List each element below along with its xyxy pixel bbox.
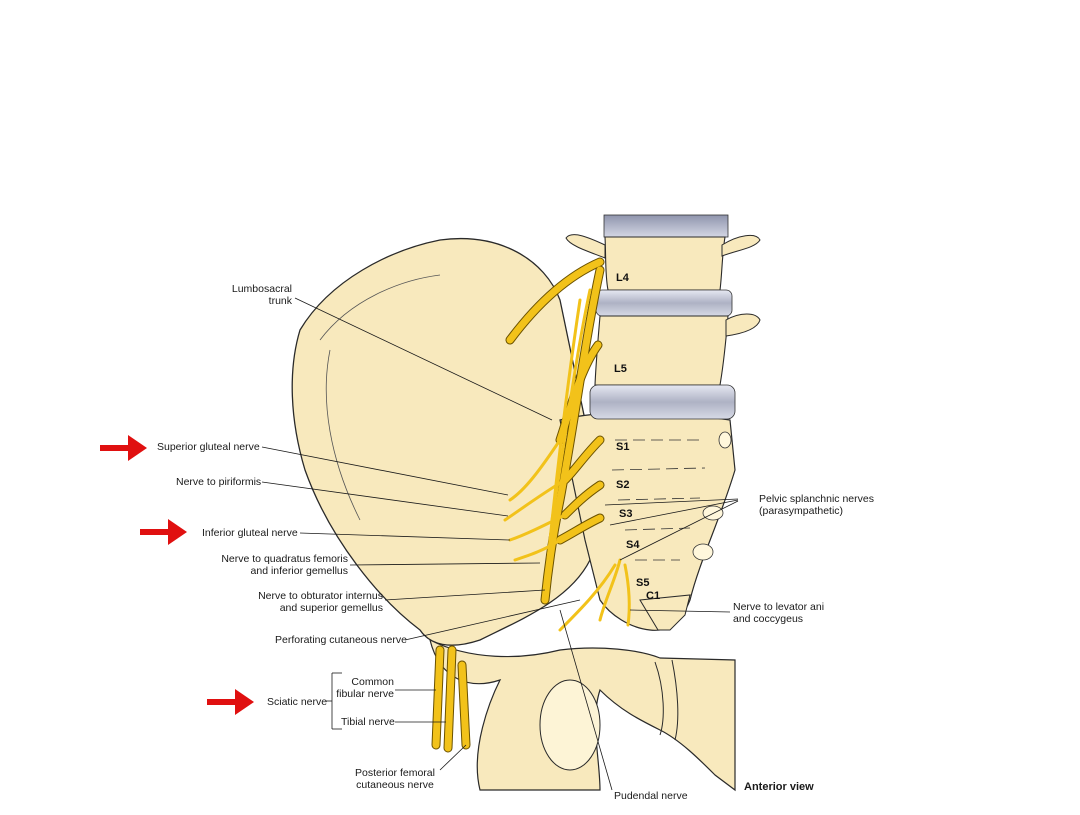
vertebra-label-l5: L5	[614, 363, 627, 375]
sacral-foramen	[702, 505, 724, 521]
label-lumbosacral-line2: trunk	[268, 295, 292, 307]
vertebra-label-l4: L4	[616, 272, 629, 284]
label-common-fibular: Common fibular nerve	[300, 676, 394, 700]
l5-transverse-process	[725, 313, 761, 337]
label-lumbosacral-trunk: Lumbosacral trunk	[190, 283, 292, 307]
coccyx-bone	[639, 594, 691, 631]
vertebra-label-s3: S3	[619, 508, 633, 520]
label-obturator-line2: and superior gemellus	[279, 602, 383, 614]
label-quadratus-line1: Nerve to quadratus femoris	[221, 553, 348, 565]
sacral-lines	[611, 439, 706, 561]
l4-transverse-process	[565, 234, 761, 259]
label-superior-gluteal: Superior gluteal nerve	[157, 441, 260, 453]
label-pelvic-splanchnic-line2: (parasympathetic)	[759, 505, 844, 517]
leader-lines	[261, 297, 739, 791]
label-pudendal: Pudendal nerve	[614, 790, 688, 802]
label-quadratus-line2: and inferior gemellus	[250, 565, 348, 577]
sacral-foramen-2	[692, 543, 714, 561]
nerve-plexus	[431, 257, 631, 753]
label-sciatic: Sciatic nerve	[267, 696, 328, 708]
sacral-foramen-3	[718, 431, 732, 449]
label-lumbosacral-line1: Lumbosacral	[231, 283, 292, 295]
label-perforating: Perforating cutaneous nerve	[275, 634, 407, 646]
label-anterior-view: Anterior view	[744, 781, 814, 793]
vertebra-label-s2: S2	[616, 479, 630, 491]
red-arrow-icon	[207, 689, 254, 715]
label-posterior-femoral: Posterior femoral cutaneous nerve	[345, 767, 445, 791]
pubic-symphysis	[654, 659, 679, 741]
label-levator-ani: Nerve to levator ani and coccygeus	[733, 601, 824, 625]
label-quadratus: Nerve to quadratus femoris and inferior …	[205, 553, 348, 577]
red-arrow-icon	[100, 435, 147, 461]
label-common-fibular-line1: Common	[351, 676, 394, 688]
disc-l5-s1	[589, 384, 736, 420]
label-levator-line1: Nerve to levator ani	[733, 601, 825, 613]
label-common-fibular-line2: fibular nerve	[336, 688, 394, 700]
label-levator-line2: and coccygeus	[733, 613, 804, 625]
label-tibial: Tibial nerve	[341, 716, 395, 728]
label-pelvic-splanchnic: Pelvic splanchnic nerves (parasympatheti…	[759, 493, 874, 517]
vertebra-label-s1: S1	[616, 441, 630, 453]
vertebra-label-s4: S4	[626, 539, 640, 551]
disc-l4-l5	[595, 289, 733, 317]
label-inferior-gluteal: Inferior gluteal nerve	[202, 527, 298, 539]
label-piriformis: Nerve to piriformis	[176, 476, 262, 488]
vertebra-label-s5: S5	[636, 577, 650, 589]
label-obturator: Nerve to obturator internus and superior…	[240, 590, 383, 614]
label-posterior-femoral-line1: Posterior femoral	[355, 767, 435, 779]
ilium-inner-contour	[319, 274, 441, 521]
red-arrow-icon	[140, 519, 187, 545]
label-pelvic-splanchnic-line1: Pelvic splanchnic nerves	[759, 493, 874, 505]
label-posterior-femoral-line2: cutaneous nerve	[356, 779, 434, 791]
label-obturator-line1: Nerve to obturator internus	[258, 590, 383, 602]
obturator-foramen	[539, 679, 601, 771]
top-disc	[603, 214, 729, 238]
vertebra-label-c1: C1	[646, 590, 661, 602]
ilium-bone	[291, 238, 591, 646]
